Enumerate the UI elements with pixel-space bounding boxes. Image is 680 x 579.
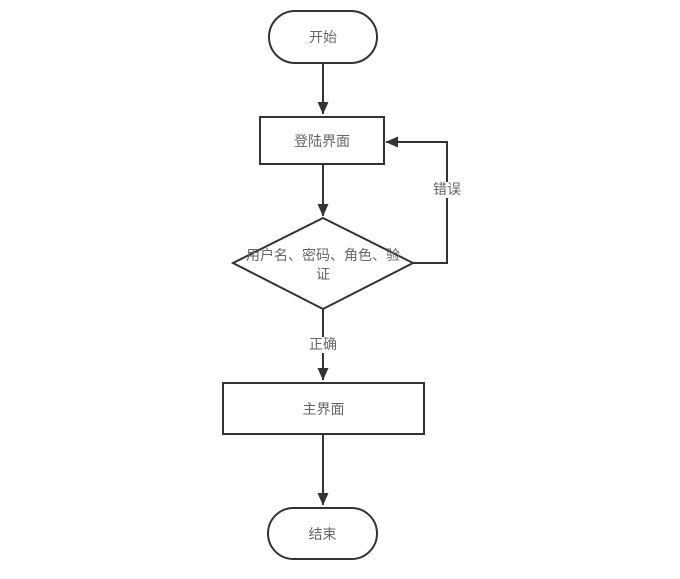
start-node: 开始	[268, 10, 378, 64]
end-node-label: 结束	[308, 526, 337, 543]
edge-label-correct: 正确	[306, 337, 340, 353]
edge-verify-error-loop	[385, 136, 448, 264]
decision-node-label: 用户名、密码、角色、验证	[246, 248, 400, 283]
main-node: 主界面	[222, 382, 425, 435]
edge-label-error: 错误	[430, 182, 464, 198]
start-node-label: 开始	[309, 30, 337, 46]
login-node: 登陆界面	[259, 116, 385, 165]
login-node-label: 登陆界面	[294, 133, 350, 150]
end-node: 结束	[267, 507, 378, 560]
main-node-label: 主界面	[302, 401, 345, 418]
